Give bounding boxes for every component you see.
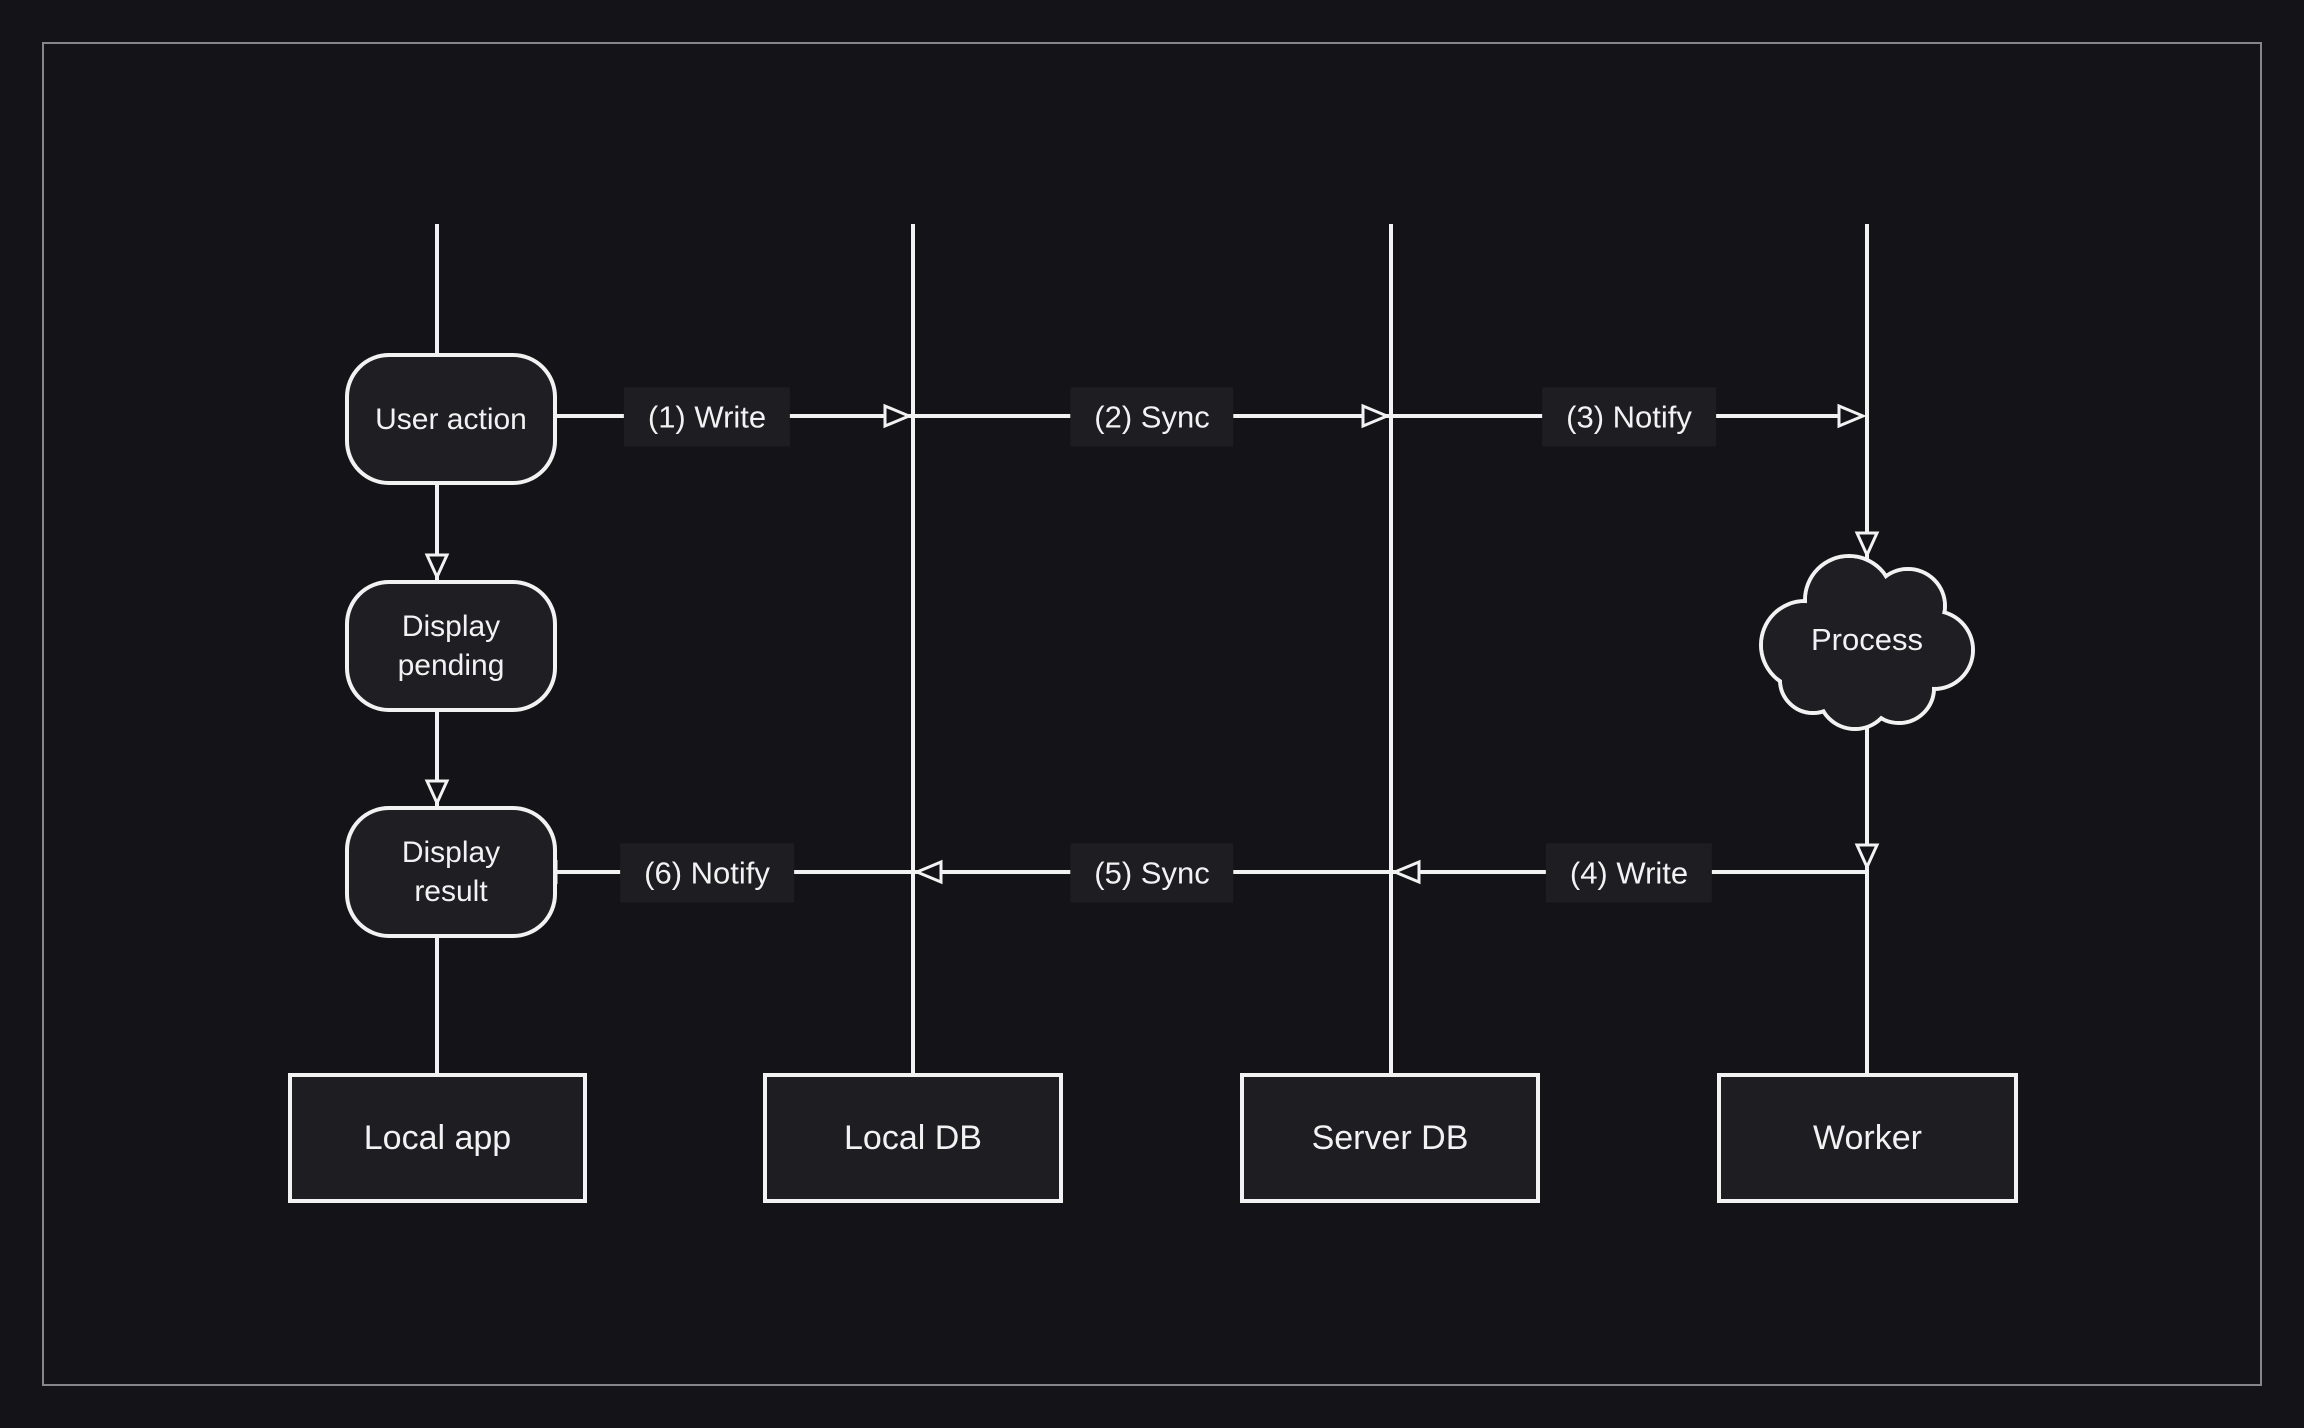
- node-display-pending: Display pending: [345, 580, 557, 712]
- arrowhead-right-icon: [1361, 403, 1389, 429]
- edge-label-notify-6: (6) Notify: [620, 843, 794, 903]
- arrowhead-left-icon: [1393, 859, 1421, 885]
- node-process: Process: [1811, 622, 1923, 657]
- node-user-action: User action: [345, 353, 557, 485]
- arrowhead-down-icon: [1854, 843, 1880, 869]
- edge-label-notify-3: (3) Notify: [1542, 387, 1716, 447]
- lane-worker: Worker: [1717, 1073, 2018, 1203]
- edge-label-write-1: (1) Write: [623, 387, 791, 447]
- arrowhead-left-icon: [915, 859, 943, 885]
- arrowhead-right-icon: [1837, 403, 1865, 429]
- edge-label-sync-5: (5) Sync: [1070, 843, 1234, 903]
- lane-local-app: Local app: [288, 1073, 587, 1203]
- edge-label-write-4: (4) Write: [1545, 843, 1713, 903]
- diagram-frame: [42, 42, 2262, 1386]
- lane-server-db: Server DB: [1240, 1073, 1540, 1203]
- arrowhead-down-icon: [424, 553, 450, 579]
- lane-local-db: Local DB: [763, 1073, 1063, 1203]
- edge-label-sync-2: (2) Sync: [1070, 387, 1234, 447]
- process-cloud-shape: [1759, 554, 1975, 731]
- lifeline-local-db: [911, 224, 915, 1073]
- arrowhead-right-icon: [883, 403, 911, 429]
- arrowhead-down-icon: [1854, 531, 1880, 557]
- arrowhead-down-icon: [424, 779, 450, 805]
- lifeline-server-db: [1389, 224, 1393, 1073]
- node-display-result: Display result: [345, 806, 557, 938]
